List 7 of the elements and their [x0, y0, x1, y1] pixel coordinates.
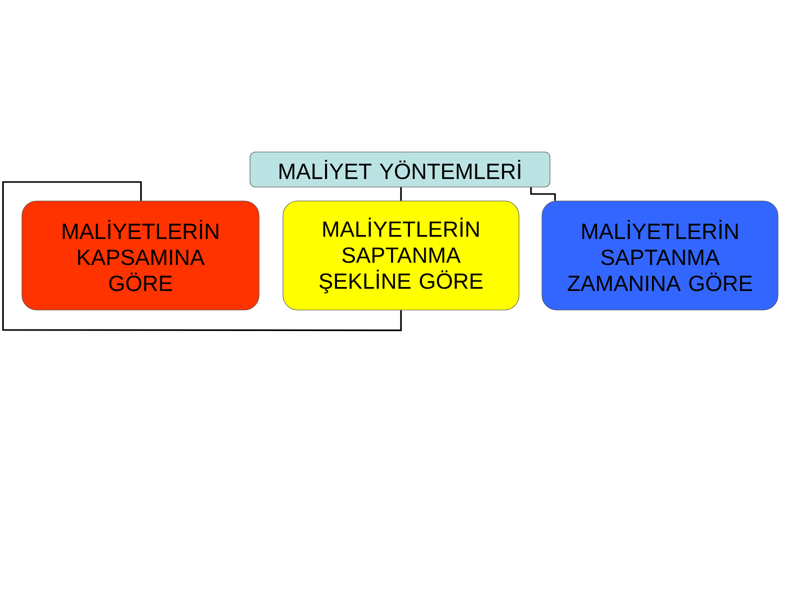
category-box: MALİYETLERİN KAPSAMINA GÖRE [22, 200, 260, 310]
connector-line [400, 187, 402, 201]
title-box: MALİYET YÖNTEMLERİ [250, 152, 550, 188]
category-box: MALİYETLERİN SAPTANMA ŞEKLİNE GÖRE [282, 200, 520, 310]
category-box: MALİYETLERİN SAPTANMA ZAMANINA GÖRE [542, 200, 778, 310]
connector-line [530, 187, 556, 201]
connector-line [2, 181, 402, 332]
